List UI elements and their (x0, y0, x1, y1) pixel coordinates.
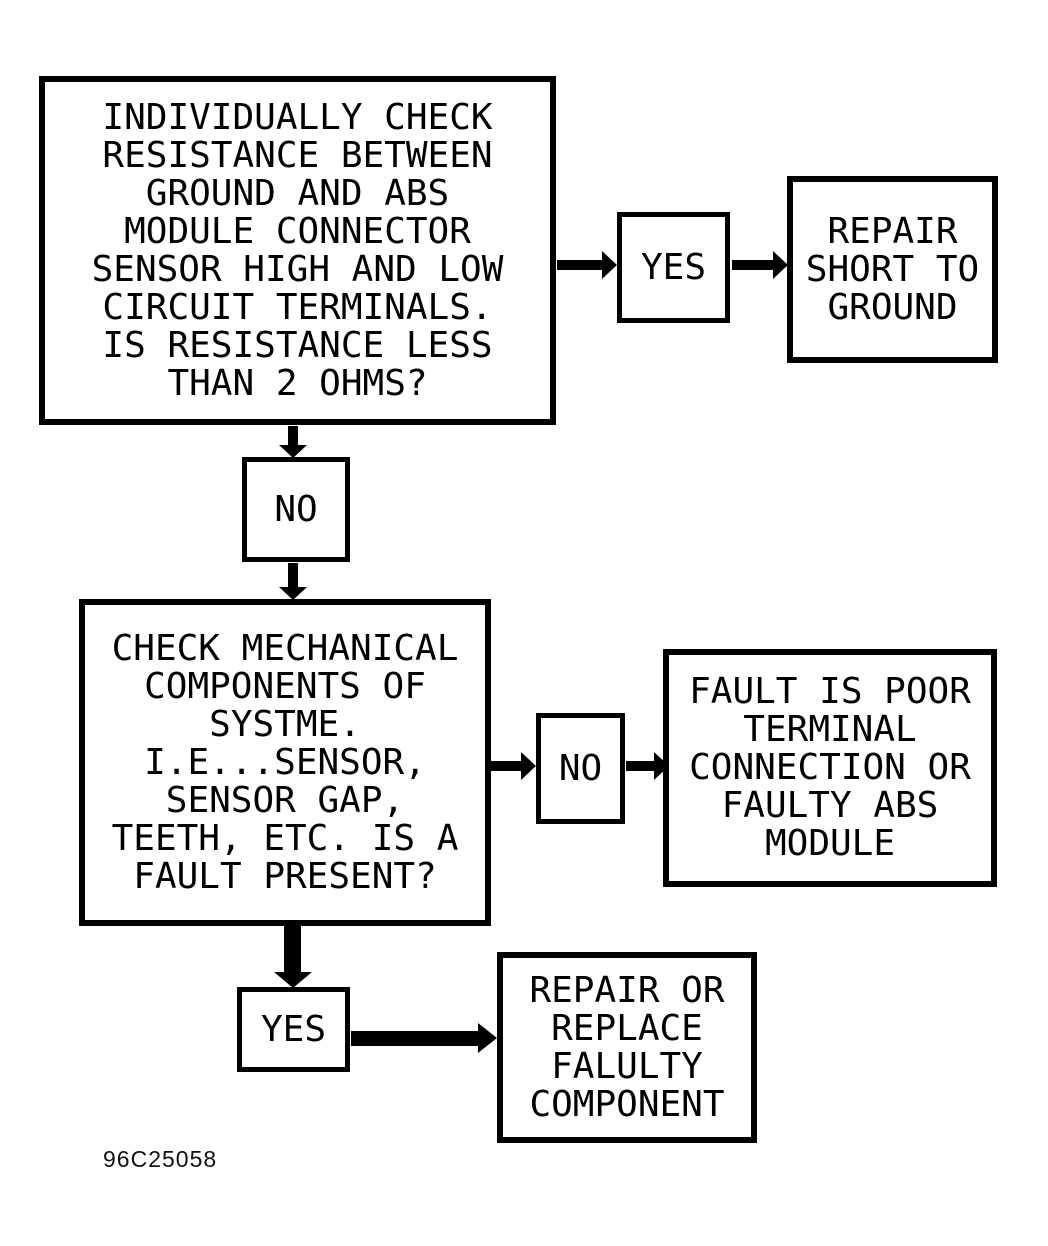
arrow-right-head-icon (602, 251, 617, 279)
action-box-repair-replace-component: REPAIR OR REPLACE FALULTY COMPONENT (497, 952, 757, 1143)
arrow-right-head-icon (478, 1023, 497, 1053)
connector-label-no-2: NO (536, 713, 625, 824)
arrow-down-head-icon (279, 445, 307, 458)
arrow-no1-to-step2 (279, 563, 307, 600)
arrow-right-head-icon (521, 752, 536, 780)
arrow-shaft (626, 761, 656, 771)
connector-label-yes-1: YES (617, 212, 730, 323)
arrow-step2-to-yes2 (274, 926, 312, 988)
connector-label-yes-2: YES (237, 987, 350, 1072)
figure-number-label: 96C25058 (103, 1146, 218, 1172)
action-box-fault-terminal-or-abs-module: FAULT IS POOR TERMINAL CONNECTION OR FAU… (663, 649, 997, 887)
arrow-step1-to-no1 (279, 426, 307, 458)
arrow-right-head-icon (773, 251, 788, 279)
arrow-step2-to-no2 (491, 752, 536, 780)
decision-box-resistance-check: INDIVIDUALLY CHECK RESISTANCE BETWEEN GR… (39, 76, 556, 425)
arrow-shaft (491, 761, 523, 771)
action-box-repair-short-to-ground: REPAIR SHORT TO GROUND (787, 176, 998, 363)
arrow-down-head-icon (279, 587, 307, 600)
arrow-shaft (351, 1031, 478, 1046)
decision-box-mechanical-check: CHECK MECHANICAL COMPONENTS OF SYSTME. I… (79, 599, 491, 926)
arrow-down-head-icon (274, 972, 312, 988)
arrow-shaft (288, 426, 298, 446)
arrow-step1-to-yes1 (557, 251, 617, 279)
arrow-shaft (557, 260, 604, 270)
arrow-shaft (288, 563, 298, 588)
arrow-shaft (732, 260, 775, 270)
arrow-yes2-to-repair-replace (351, 1023, 497, 1053)
arrow-shaft (284, 926, 301, 972)
connector-label-no-1: NO (242, 457, 350, 562)
arrow-yes1-to-repair-short (732, 251, 788, 279)
